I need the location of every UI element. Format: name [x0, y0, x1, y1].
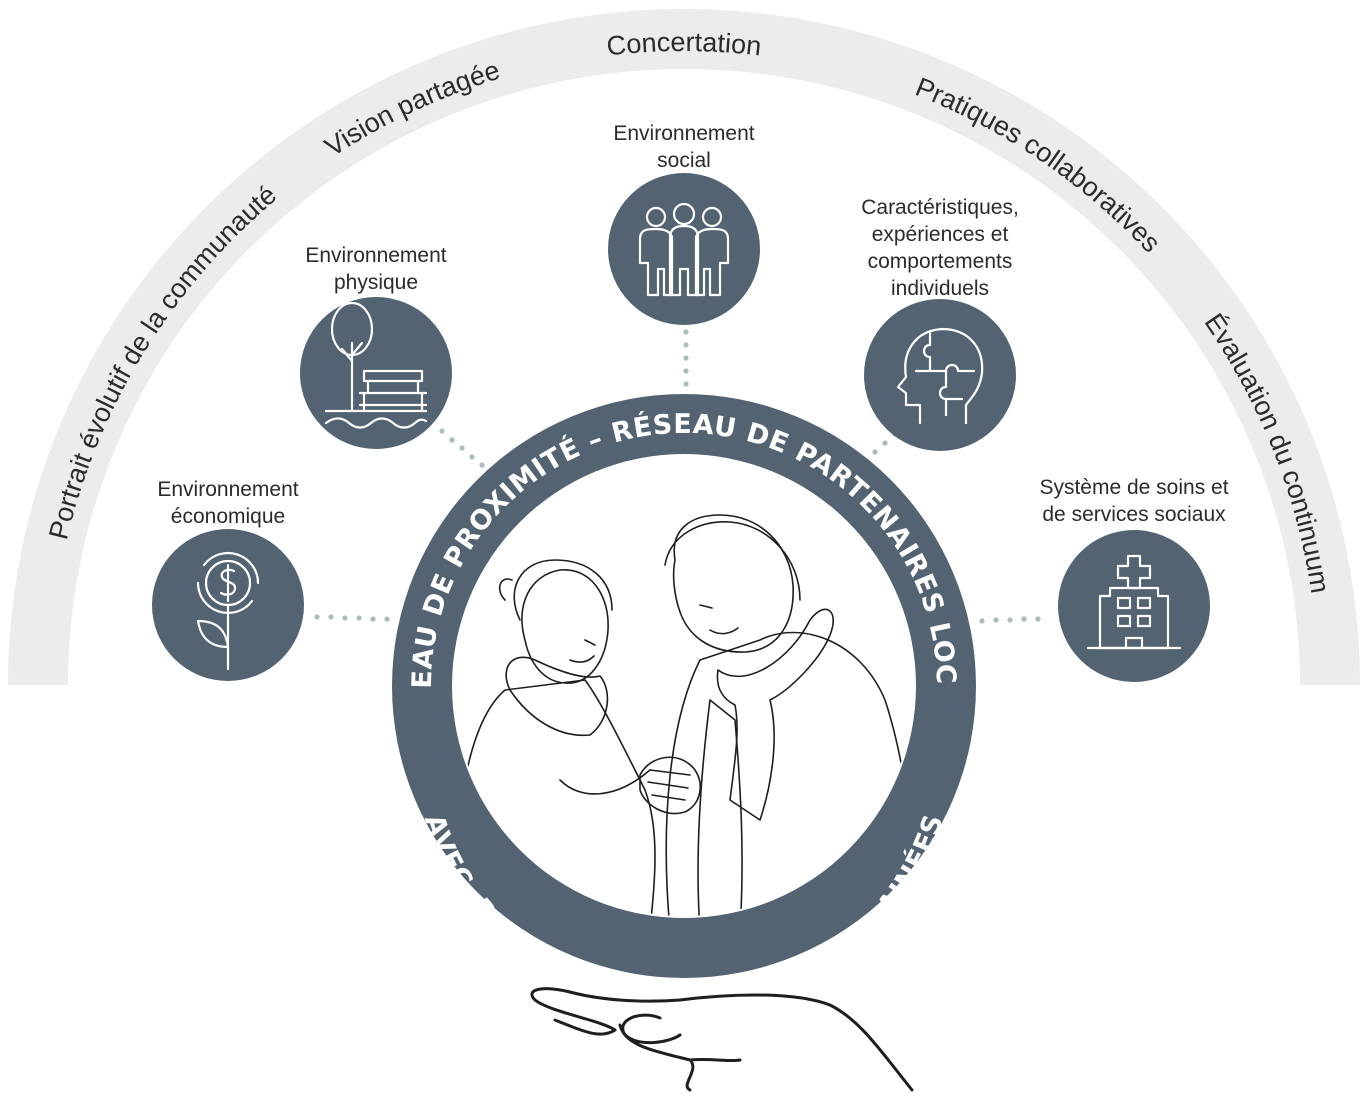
- node-label-line: Environnement: [305, 244, 447, 267]
- node-circle-physique: [300, 297, 452, 449]
- node-circle-social: [608, 173, 760, 325]
- node-label-line: social: [657, 149, 711, 172]
- node-label-line: Système de soins et: [1039, 476, 1229, 499]
- node-label-line: Environnement: [157, 478, 299, 501]
- connector-dots: [314, 329, 1041, 624]
- node-label-line: de services sociaux: [1042, 503, 1226, 526]
- node-label-social: Environnement social: [574, 120, 794, 174]
- node-label-line: physique: [333, 271, 419, 294]
- node-label-line: comportements: [867, 250, 1013, 273]
- node-label-line: expériences et: [871, 223, 1009, 246]
- node-label-line: individuels: [890, 277, 990, 300]
- node-label-individuel: Caractéristiques, expériences et comport…: [830, 194, 1050, 302]
- money-plant-icon: [196, 551, 260, 671]
- people-group-icon: [638, 202, 730, 297]
- hospital-icon: [1086, 554, 1182, 650]
- node-label-line: Caractéristiques,: [861, 196, 1019, 219]
- node-label-physique: Environnement physique: [266, 242, 486, 296]
- node-circle-soins: [1058, 530, 1210, 682]
- open-hand-icon: [530, 987, 914, 1092]
- central-photo-area: [452, 454, 916, 918]
- arc-label: Concertation: [605, 27, 763, 62]
- tree-bench-icon: [324, 301, 428, 429]
- node-label-economique: Environnement économique: [118, 476, 338, 530]
- puzzle-head-icon: [896, 327, 984, 425]
- node-label-soins: Système de soins et de services sociaux: [1004, 474, 1264, 528]
- node-label-line: Environnement: [613, 122, 755, 145]
- node-circle-individuel: [864, 299, 1016, 451]
- node-label-line: économique: [170, 505, 286, 528]
